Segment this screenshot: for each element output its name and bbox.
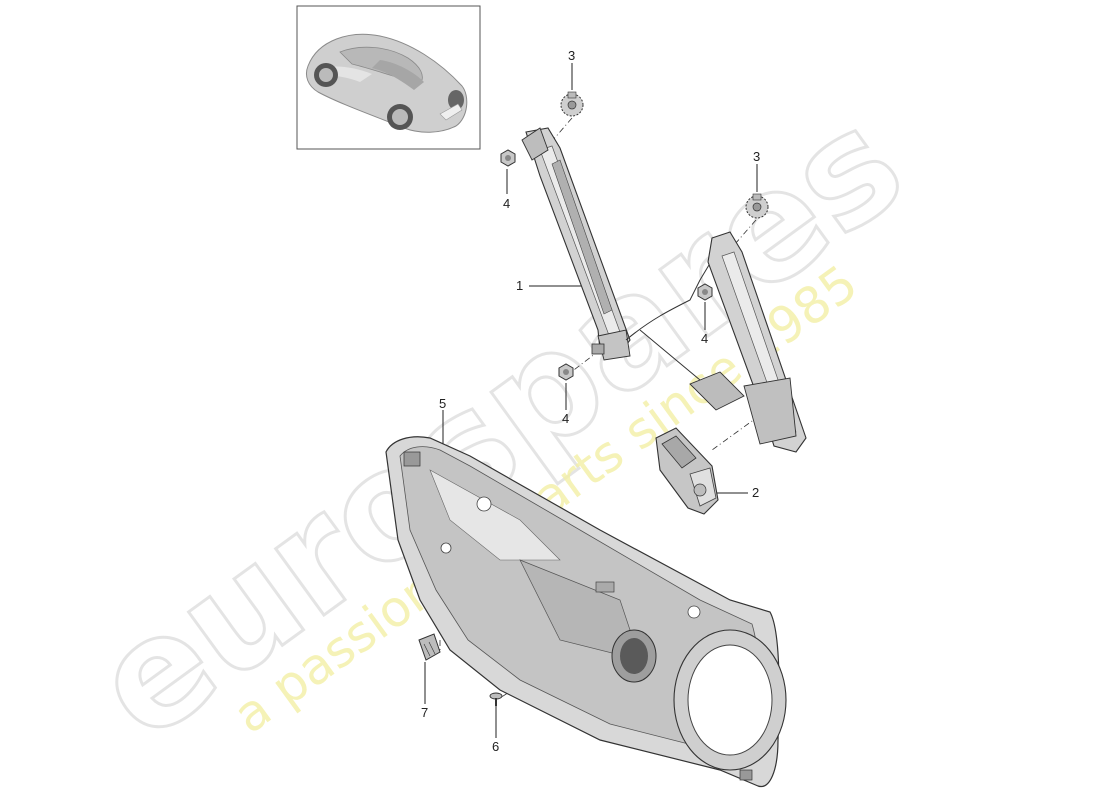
- callout-4-upper-left: 4: [503, 196, 510, 211]
- callout-3-upper: 3: [568, 48, 575, 63]
- car-thumbnail: [296, 5, 481, 150]
- screw: [489, 692, 503, 706]
- callout-1: 1: [516, 278, 523, 293]
- leader-lines: [424, 63, 758, 738]
- door-carrier-panel: [385, 436, 787, 788]
- callout-5: 5: [439, 396, 446, 411]
- window-motor: [655, 427, 719, 515]
- callouts: 3 4 3 1 4 4 5 2 7 6: [421, 48, 760, 754]
- bolt-part-icon: [591, 343, 605, 355]
- car-icon: [305, 33, 468, 133]
- callout-6: 6: [492, 739, 499, 754]
- callout-3-right: 3: [753, 149, 760, 164]
- nut-lower: [558, 363, 574, 381]
- window-regulator: [521, 127, 807, 453]
- gear-wheel-upper: [560, 91, 584, 117]
- callout-4-lower: 4: [562, 411, 569, 426]
- nut-upper-left: [500, 149, 516, 167]
- nut-right: [697, 283, 713, 301]
- callout-4-right: 4: [701, 331, 708, 346]
- gear-wheel-right: [745, 193, 769, 219]
- cable-grommet: [611, 629, 657, 683]
- speaker-opening: [673, 629, 787, 771]
- callout-7: 7: [421, 705, 428, 720]
- connector-clip: [418, 633, 441, 661]
- callout-2: 2: [752, 485, 759, 500]
